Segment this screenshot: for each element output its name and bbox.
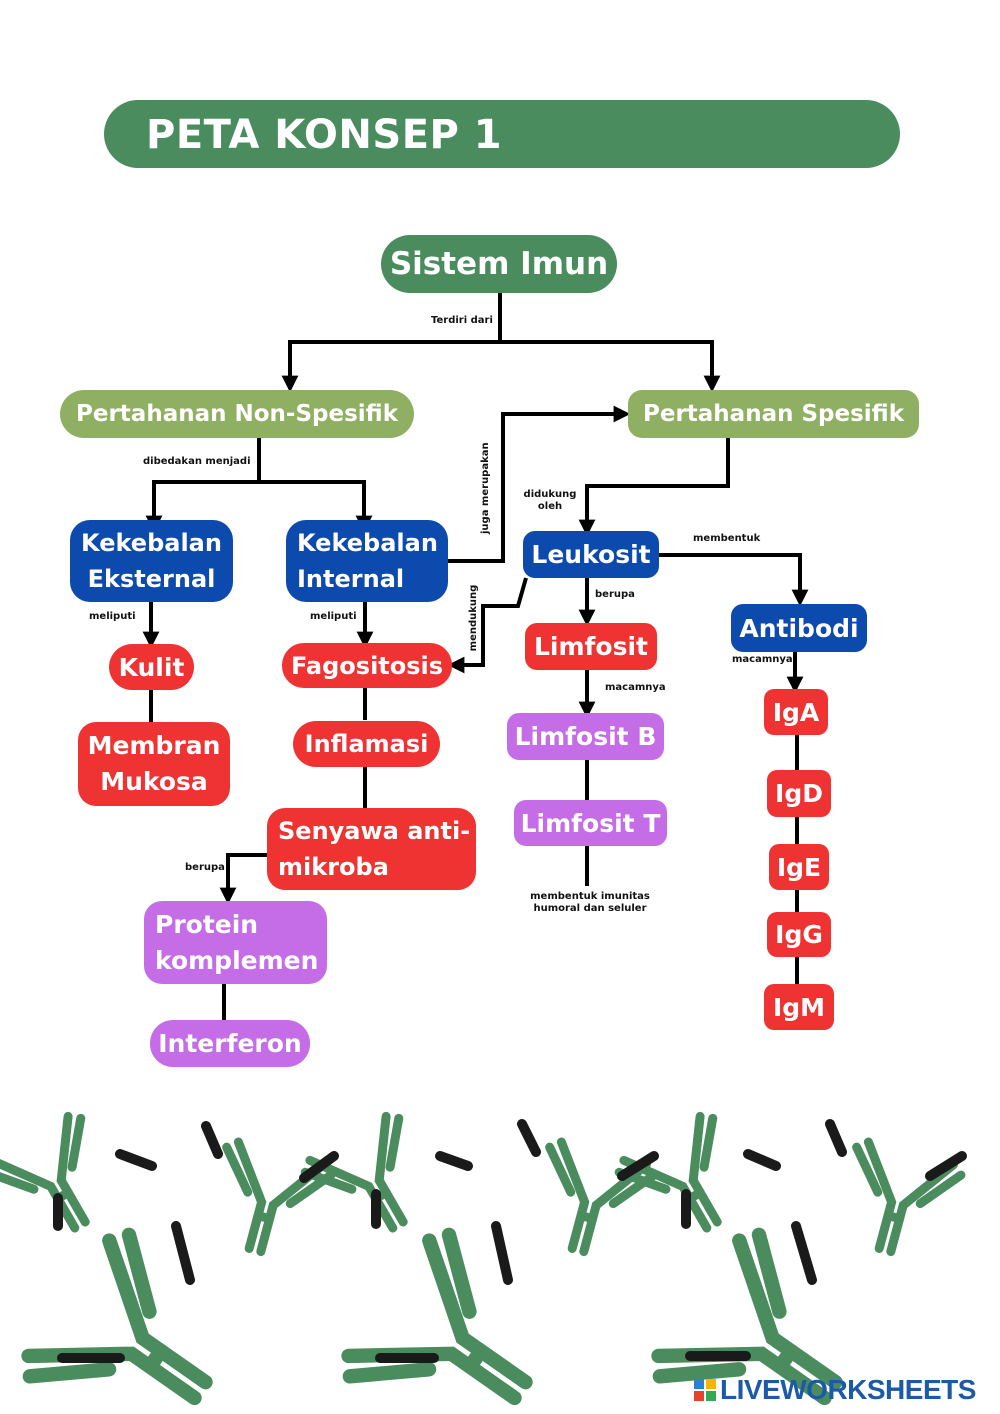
node-interferon: Interferon: [150, 1020, 310, 1067]
node-iga-label: IgA: [772, 697, 820, 727]
node-igd-label: IgD: [775, 779, 823, 808]
label-terdiri-dari: Terdiri dari: [431, 315, 493, 326]
label-mendukung: mendukung: [468, 584, 479, 652]
node-ige: IgE: [769, 844, 829, 890]
node-igd: IgD: [767, 770, 831, 817]
brand-logo: LIVEWORKSHEETS: [694, 1372, 976, 1408]
node-fagositosis: Fagositosis: [282, 643, 452, 688]
antibody-icon: [301, 1111, 445, 1252]
node-kulit: Kulit: [109, 644, 194, 690]
node-pertahanan-spesifik: Pertahanan Spesifik: [628, 390, 919, 438]
label-berupa-limfosit: berupa: [595, 589, 635, 600]
node-kulit-label: Kulit: [118, 652, 185, 682]
title-banner: PETA KONSEP 1: [104, 100, 900, 168]
node-leukosit: Leukosit: [523, 531, 659, 578]
node-igg: IgG: [767, 912, 831, 957]
label-berupa-protein: berupa: [185, 862, 225, 873]
node-membran-label: Membran Mukosa: [87, 731, 221, 796]
node-kek-internal-label: Kekebalan Internal: [297, 529, 438, 593]
label-didukung-oleh: didukung oleh: [523, 489, 577, 512]
node-kek-eksternal-label: Kekebalan Eksternal: [81, 529, 222, 593]
node-igm: IgM: [764, 984, 834, 1030]
connector-lines: [142, 292, 809, 1020]
node-antibodi-label: Antibodi: [739, 613, 859, 643]
node-protein-komplemen: Protein komplemen: [144, 901, 327, 984]
label-juga-merupakan: juga merupakan: [480, 442, 491, 534]
node-protein-label: Protein komplemen: [155, 909, 319, 975]
node-senyawa-label: Senyawa anti- mikroba: [278, 817, 471, 881]
node-limfosit-t-label: Limfosit T: [520, 808, 661, 838]
node-limfosit-b: Limfosit B: [507, 713, 664, 760]
node-igg-label: IgG: [775, 920, 823, 949]
label-meliputi-internal: meliputi: [310, 611, 357, 622]
antibody-icon: [0, 1111, 127, 1252]
node-iga: IgA: [764, 689, 828, 735]
node-antibodi: Antibodi: [731, 604, 867, 652]
node-igm-label: IgM: [772, 992, 826, 1022]
node-leukosit-label: Leukosit: [531, 540, 651, 569]
node-kekebalan-internal: Kekebalan Internal: [286, 520, 448, 602]
antibody-icon: [339, 1227, 569, 1414]
label-macamnya-antibodi: macamnya: [732, 654, 793, 665]
label-meliputi-eksternal: meliputi: [89, 611, 136, 622]
node-membran-mukosa: Membran Mukosa: [78, 722, 230, 806]
antibody-icon: [615, 1111, 759, 1252]
node-ige-label: IgE: [776, 852, 822, 882]
antibody-icon: [833, 1139, 963, 1264]
page-title: PETA KONSEP 1: [146, 112, 503, 158]
node-spesifik-label: Pertahanan Spesifik: [642, 401, 905, 427]
brand-text: LIVEWORKSHEETS: [720, 1374, 976, 1405]
node-fagositosis-label: Fagositosis: [290, 651, 444, 680]
node-inflamasi-label: Inflamasi: [304, 730, 429, 758]
label-membentuk: membentuk: [693, 533, 761, 544]
node-inflamasi: Inflamasi: [293, 721, 440, 767]
liveworksheets-logo-icon: [694, 1379, 716, 1401]
label-membentuk-imunitas: membentuk imunitas humoral dan seluler: [530, 891, 650, 914]
node-limfosit-b-label: Limfosit B: [514, 722, 657, 751]
node-interferon-label: Interferon: [158, 1029, 302, 1058]
antibody-icon: [526, 1139, 656, 1264]
node-pertahanan-non-spesifik: Pertahanan Non-Spesifik: [60, 390, 414, 438]
node-limfosit-t: Limfosit T: [514, 800, 667, 846]
node-sistem-imun: Sistem Imun: [381, 235, 617, 293]
node-limfosit: Limfosit: [525, 623, 657, 670]
node-limfosit-label: Limfosit: [533, 632, 648, 661]
antibody-decoration: [0, 1090, 1000, 1414]
label-dibedakan-menjadi: dibedakan menjadi: [143, 456, 251, 467]
node-sistem-imun-label: Sistem Imun: [389, 246, 609, 282]
node-non-spesifik-label: Pertahanan Non-Spesifik: [76, 401, 398, 427]
antibody-icon: [19, 1227, 249, 1414]
label-macamnya-limfosit: macamnya: [605, 682, 666, 693]
node-kekebalan-eksternal: Kekebalan Eksternal: [70, 520, 233, 602]
node-senyawa-anti-mikroba: Senyawa anti- mikroba: [267, 808, 476, 890]
